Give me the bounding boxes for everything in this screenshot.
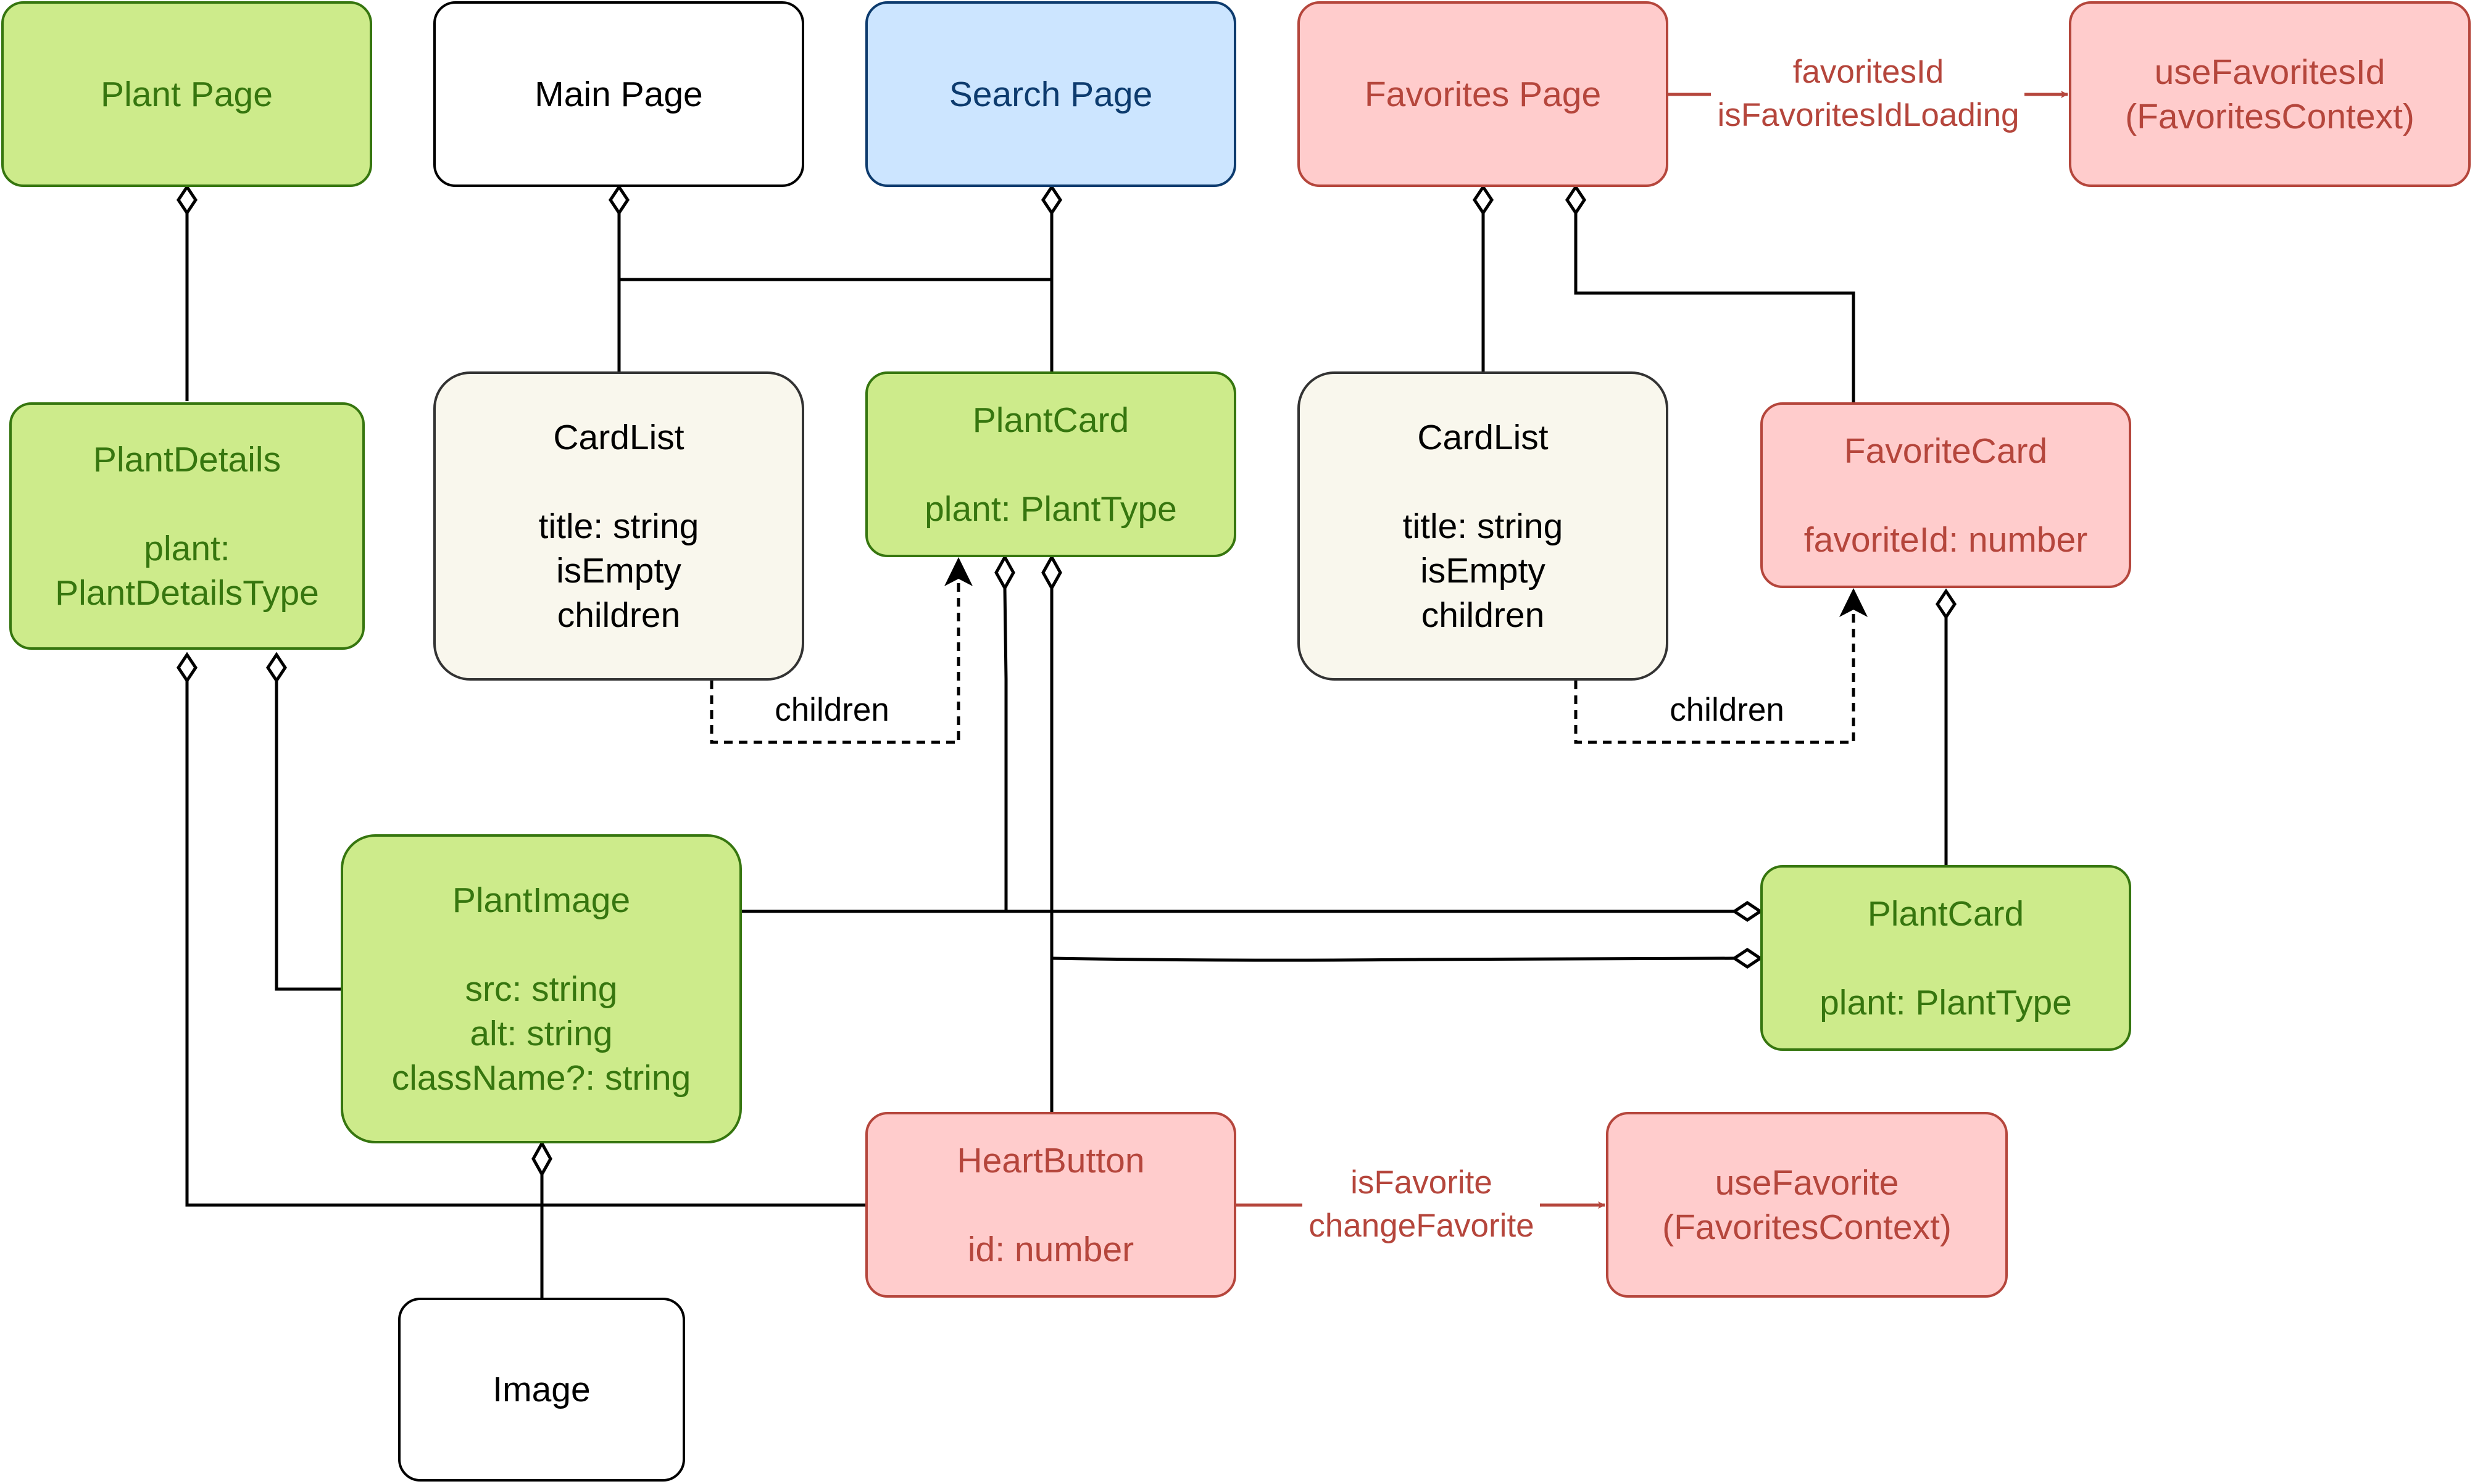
cardlist-main-node[interactable]: CardList title: string isEmpty children (433, 371, 804, 681)
plant-page-node[interactable]: Plant Page (1, 1, 372, 187)
edge-label-line: isFavorite (1350, 1164, 1492, 1201)
node-title: PlantImage (452, 880, 631, 920)
node-prop: isEmpty (556, 550, 681, 591)
diamond-plantdetails-left (176, 652, 198, 684)
main-page-node[interactable]: Main Page (433, 1, 804, 187)
node-label: (FavoritesContext) (1662, 1207, 1952, 1247)
edge-label-line: children (1670, 692, 1784, 728)
search-page-node[interactable]: Search Page (865, 1, 1236, 187)
heart-button-node[interactable]: HeartButton id: number (865, 1112, 1236, 1298)
diamond-plantdetails-right (265, 652, 288, 684)
node-prop: children (1421, 595, 1545, 635)
edge-label-line: changeFavorite (1308, 1208, 1534, 1244)
node-title: PlantCard (1867, 893, 2024, 934)
plant-image-node[interactable]: PlantImage src: string alt: string class… (341, 834, 742, 1143)
edge-plantcard-plantimage (1003, 587, 1008, 911)
image-node[interactable]: Image (398, 1298, 685, 1482)
edge-plantdetails-plantimage (275, 681, 341, 991)
favorites-page-node[interactable]: Favorites Page (1297, 1, 1668, 187)
use-favorites-id-node[interactable]: useFavoritesId (FavoritesContext) (2069, 1, 2471, 187)
node-prop: plant: PlantType (1820, 982, 2072, 1022)
edge-label-children-main: children (768, 689, 896, 732)
node-title: HeartButton (957, 1140, 1145, 1180)
diamond-plantcard-right (1041, 553, 1062, 592)
edge-label-favorites-flow: favoritesId isFavoritesIdLoading (1717, 51, 2019, 137)
diamond-favoritecard (1935, 588, 1957, 620)
edge-favoritespage-favoritecard (1574, 213, 1855, 402)
node-prop: children (557, 595, 681, 635)
edge-label-line: favoritesId (1792, 54, 1944, 90)
node-label: Search Page (949, 74, 1153, 114)
plantcard-favorites-node[interactable]: PlantCard plant: PlantType (1760, 865, 2131, 1051)
node-label: Favorites Page (1364, 74, 1602, 114)
node-label: Plant Page (101, 74, 273, 114)
diamond-mainpage (608, 184, 630, 216)
arrow-head-children-main (944, 557, 973, 586)
node-title: FavoriteCard (1844, 431, 2048, 471)
node-prop: PlantDetailsType (55, 573, 319, 613)
edge-favcardlist-children (1574, 611, 1855, 744)
node-title: PlantCard (972, 400, 1129, 440)
node-title: CardList (1417, 417, 1549, 457)
node-label: (FavoritesContext) (2125, 96, 2415, 136)
use-favorite-node[interactable]: useFavorite (FavoritesContext) (1606, 1112, 2008, 1298)
node-prop: plant: (144, 528, 230, 568)
edge-label-line: children (775, 692, 889, 728)
diamond-favplantcard-bottom (1731, 947, 1763, 969)
plantcard-main-node[interactable]: PlantCard plant: PlantType (865, 371, 1236, 557)
diamond-favplantcard-top (1731, 900, 1763, 922)
node-title: CardList (553, 417, 684, 457)
edge-plantdetails-heartbutton (185, 681, 865, 1207)
node-prop: className?: string (391, 1058, 691, 1098)
favorite-card-node[interactable]: FavoriteCard favoriteId: number (1760, 402, 2131, 588)
node-label: Image (493, 1370, 591, 1409)
node-prop: title: string (1402, 506, 1563, 546)
diamond-searchpage (1041, 184, 1063, 216)
edge-heart-favplantcard (1051, 956, 1735, 962)
node-prop: isEmpty (1420, 550, 1545, 591)
plant-details-node[interactable]: PlantDetails plant: PlantDetailsType (9, 402, 365, 650)
diamond-favoritespage-left (1472, 184, 1494, 216)
node-prop: plant: PlantType (925, 489, 1177, 529)
diamond-plantimage (531, 1140, 552, 1178)
diamond-plantcard-left (994, 553, 1015, 592)
node-title: PlantDetails (93, 439, 281, 479)
cardlist-favorites-node[interactable]: CardList title: string isEmpty children (1297, 371, 1668, 681)
node-prop: favoriteId: number (1803, 520, 2088, 560)
node-label: useFavoritesId (2154, 52, 2386, 92)
edge-cardlist-children (710, 580, 960, 744)
node-prop: src: string (465, 969, 618, 1009)
node-label: Main Page (535, 74, 703, 114)
diamond-plantpage (176, 184, 198, 216)
arrow-head-children-fav (1839, 588, 1868, 617)
edge-label-children-favorites: children (1663, 689, 1791, 732)
edge-label-favorite-flow: isFavorite changeFavorite (1308, 1161, 1534, 1248)
edge-label-line: isFavoritesIdLoading (1717, 97, 2020, 133)
node-prop: id: number (967, 1229, 1134, 1269)
node-prop: title: string (538, 506, 699, 546)
node-prop: alt: string (470, 1013, 613, 1053)
node-label: useFavorite (1715, 1163, 1899, 1203)
diamond-favoritespage-right (1565, 184, 1587, 216)
